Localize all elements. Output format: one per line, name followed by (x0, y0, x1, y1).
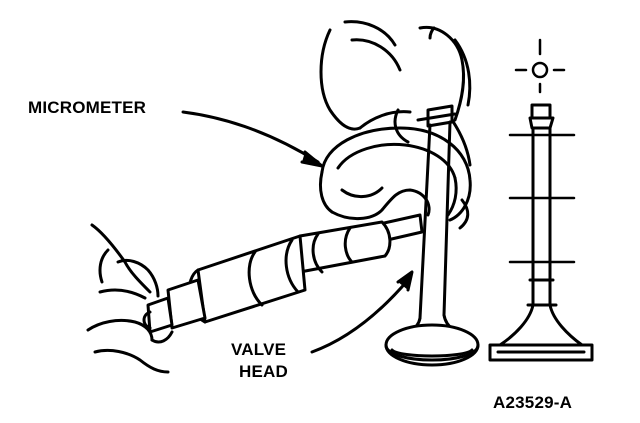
leader-arrows (181, 110, 414, 354)
measured-valve (384, 104, 480, 367)
reference-valve (488, 38, 594, 362)
micrometer-label: MICROMETER (28, 98, 147, 117)
valve-head-label-line1: VALVE (231, 340, 287, 359)
lower-hand (86, 223, 174, 374)
valve-head-label-line2: HEAD (239, 362, 288, 381)
micrometer-barrel (142, 213, 424, 334)
figure-code: A23529-A (493, 393, 573, 412)
